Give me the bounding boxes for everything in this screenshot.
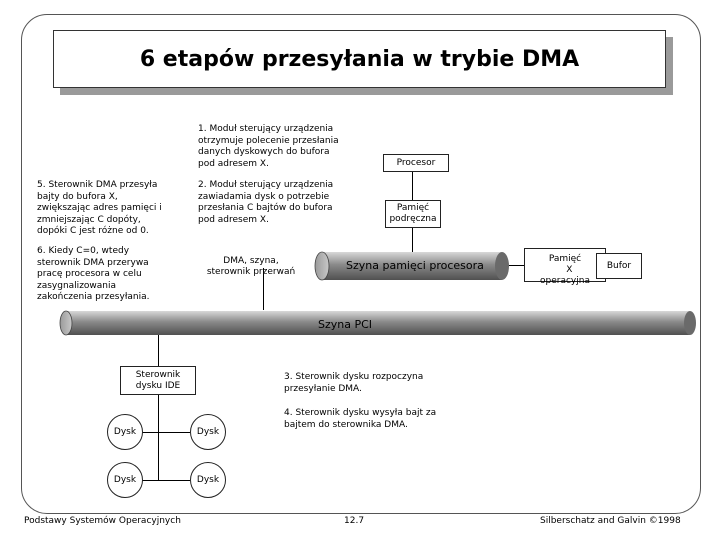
- memory-bus-label: Szyna pamięci procesora: [346, 259, 484, 272]
- step-3-text: 3. Sterownik dysku rozpoczyna przesyłani…: [284, 372, 424, 394]
- ide-disk-vertical-line: [158, 395, 159, 481]
- step-5-text: 5. Sterownik DMA przesyła bajty do bufor…: [37, 180, 162, 236]
- memory-bus: [314, 251, 509, 281]
- footer-right: Silberschatz and Galvin ©1998: [540, 516, 681, 526]
- bus-memory-connector: [508, 265, 524, 266]
- cache-box: Pamięć podręczna: [385, 200, 441, 228]
- pci-bus-label: Szyna PCI: [318, 318, 373, 331]
- ide-pci-connector: [158, 334, 159, 366]
- memory-top-row: Pamięć X: [549, 243, 581, 276]
- buffer-box: Bufor: [596, 253, 642, 279]
- disk-1: Dysk: [107, 414, 143, 450]
- disk-3: Dysk: [107, 462, 143, 498]
- memory-sub-label: operacyjna: [540, 276, 590, 286]
- step-4-text: 4. Sterownik dysku wysyła bajt za bajtem…: [284, 408, 437, 430]
- memory-x-label: X: [566, 265, 573, 275]
- dma-box: DMA, szyna, sterownik przerwań: [206, 256, 296, 277]
- disk-row1-line: [140, 432, 190, 433]
- ide-controller-box: Sterownik dysku IDE: [120, 366, 196, 395]
- slide-title: 6 etapów przesyłania w trybie DMA: [53, 30, 666, 88]
- step-2-text: 2. Moduł sterujący urządzenia zawiadamia…: [198, 180, 334, 225]
- footer-left: Podstawy Systemów Operacyjnych: [24, 516, 181, 526]
- cache-bus-connector: [412, 228, 413, 252]
- step-1-text: 1. Moduł sterujący urządzenia otrzymuje …: [198, 124, 339, 169]
- step-6-text: 6. Kiedy C=0, wtedy sterownik DMA przery…: [37, 246, 150, 302]
- cpu-box: Procesor: [383, 154, 449, 172]
- disk-row2-line: [140, 480, 190, 481]
- memory-label: Pamięć: [548, 254, 582, 264]
- disk-4: Dysk: [190, 462, 226, 498]
- dma-bus-connector: [263, 268, 264, 310]
- slide-frame: [21, 14, 701, 514]
- disk-2: Dysk: [190, 414, 226, 450]
- pci-bus: [59, 310, 696, 336]
- memory-box: Pamięć X operacyjna: [524, 248, 606, 286]
- footer-page-number: 12.7: [344, 516, 365, 526]
- cpu-cache-connector: [412, 172, 413, 200]
